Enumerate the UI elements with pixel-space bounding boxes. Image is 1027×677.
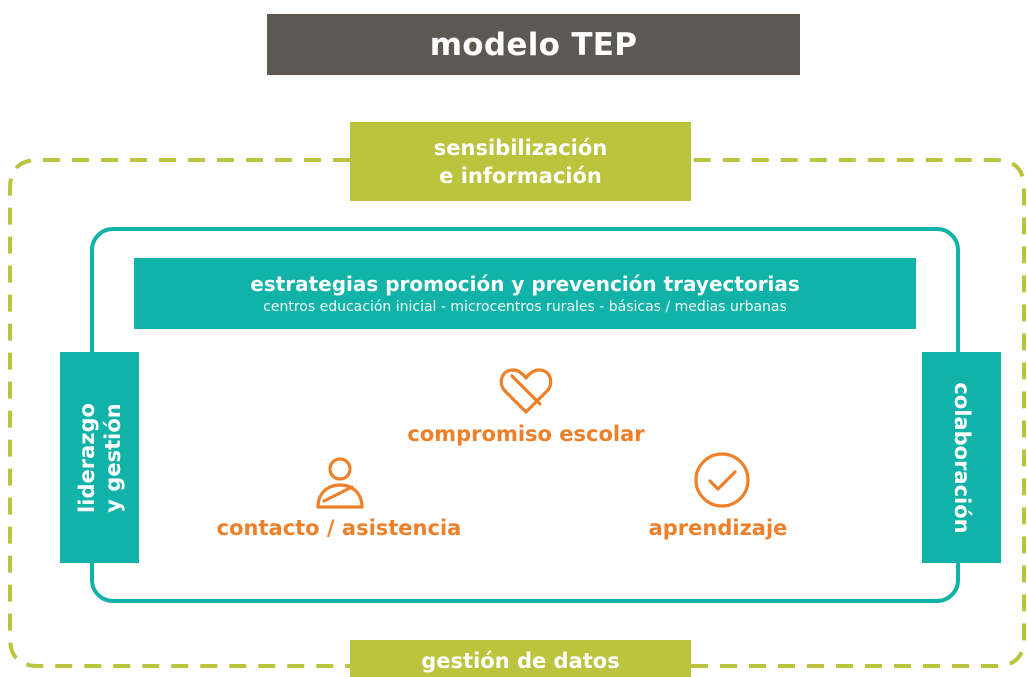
- check-circle-icon: [694, 452, 750, 508]
- gestion-datos-label: gestión de datos: [421, 648, 620, 673]
- colaboracion-box: colaboración: [922, 352, 1001, 563]
- strategies-title: estrategias promoción y prevención traye…: [250, 271, 800, 296]
- person-icon: [316, 457, 364, 509]
- sensibilizacion-box: sensibilización e información: [350, 122, 691, 201]
- outer-dashed-frame: [8, 158, 1026, 668]
- title-banner: modelo TEP: [267, 14, 800, 75]
- sensibilizacion-line-1: sensibilización: [433, 135, 608, 160]
- strategies-subtitle: centros educación inicial - microcentros…: [263, 298, 787, 315]
- contacto-label: contacto / asistencia: [216, 516, 462, 540]
- sensibilizacion-line-2: e información: [439, 163, 602, 188]
- gestion-datos-box: gestión de datos: [350, 640, 691, 677]
- liderazgo-label: liderazgo y gestión: [74, 403, 126, 513]
- compromiso-label: compromiso escolar: [407, 422, 645, 446]
- colaboracion-label: colaboración: [949, 381, 974, 534]
- heart-icon: [499, 368, 553, 414]
- page-title: modelo TEP: [429, 26, 638, 63]
- liderazgo-line-1: liderazgo: [74, 402, 99, 513]
- liderazgo-line-2: y gestión: [100, 402, 125, 513]
- strategies-box: estrategias promoción y prevención traye…: [134, 258, 916, 329]
- aprendizaje-label: aprendizaje: [648, 516, 788, 540]
- liderazgo-box: liderazgo y gestión: [60, 352, 139, 563]
